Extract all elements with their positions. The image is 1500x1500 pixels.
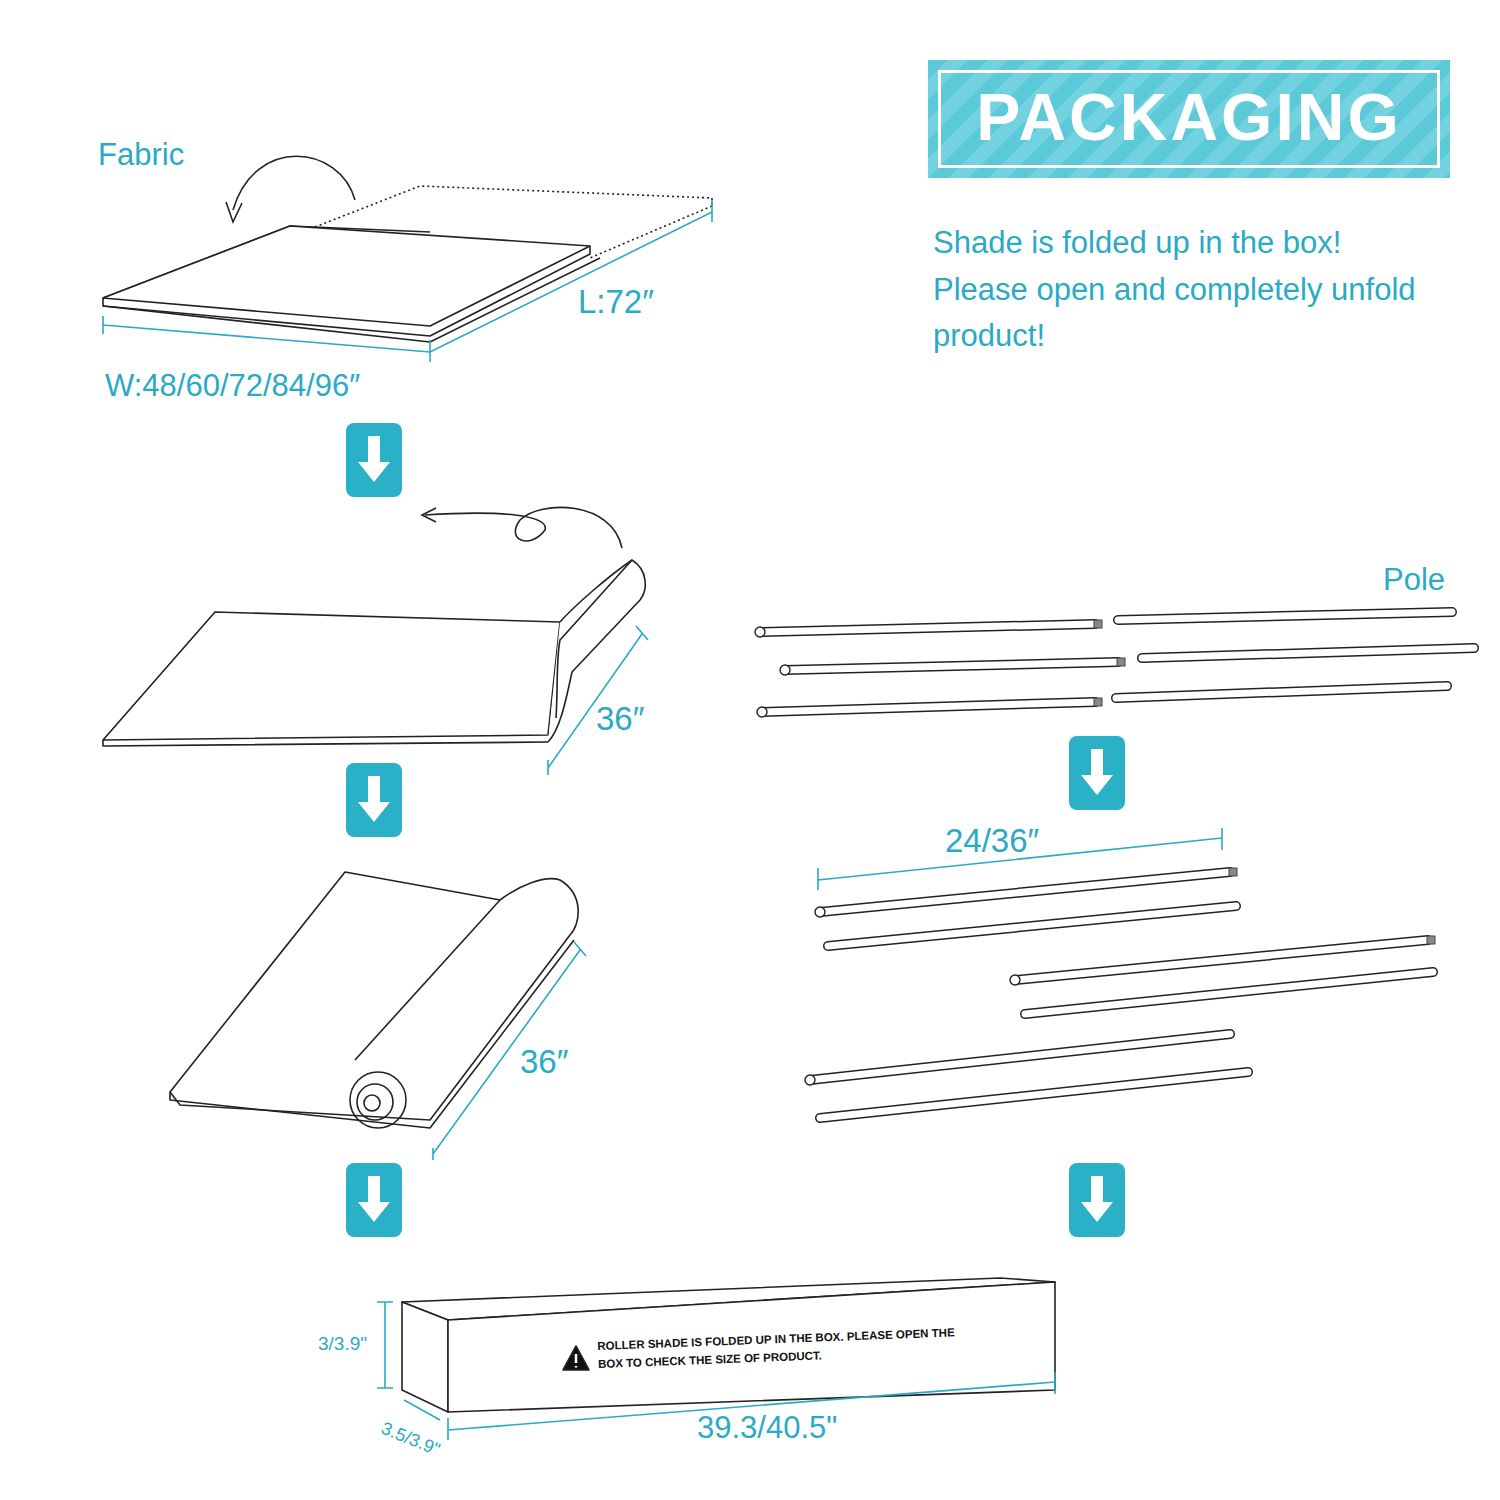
pole [820, 872, 1230, 912]
dimension: 3.5/3.9" [378, 1418, 443, 1460]
pole [810, 1034, 1230, 1080]
pole-fill [1116, 686, 1447, 698]
label-box: Fabric [98, 137, 184, 173]
pole-fill [785, 662, 1118, 670]
pole [1118, 612, 1452, 620]
label-box: 36″ [596, 700, 644, 738]
pole [820, 1072, 1248, 1118]
dimension: 36″ [596, 700, 644, 738]
note: Shade is folded up in the box! Please op… [933, 220, 1433, 360]
pole [785, 662, 1118, 670]
pole-fill [1142, 648, 1474, 658]
title: PACKAGING [928, 76, 1450, 159]
pole [1025, 972, 1433, 1014]
dimension: L:72″ [578, 283, 654, 321]
label-box: Shade is folded up in the box! Please op… [933, 220, 1433, 360]
pole [762, 702, 1095, 712]
step-arrow [346, 1163, 402, 1237]
label-box: 36″ [520, 1043, 568, 1081]
dimension: 36″ [520, 1043, 568, 1081]
pole [1142, 648, 1474, 658]
part-name: Pole [1383, 562, 1445, 598]
title-banner: PACKAGING [928, 60, 1450, 178]
step-arrow [1069, 736, 1125, 810]
dimension: W:48/60/72/84/96″ [105, 368, 360, 404]
pole [828, 906, 1236, 946]
pole-fill [760, 624, 1095, 632]
pole-fill [1025, 972, 1433, 1014]
label-box: 3/3.9" [318, 1333, 367, 1355]
dimension: 24/36″ [945, 822, 1039, 860]
pole-fill [820, 872, 1230, 912]
pole-fill [810, 1034, 1230, 1080]
label-box: W:48/60/72/84/96″ [105, 368, 360, 404]
label-box: Pole [1383, 562, 1445, 598]
step-arrow [1069, 1163, 1125, 1237]
label-box: 39.3/40.5" [697, 1410, 837, 1446]
pole-fill [762, 702, 1095, 712]
pole-fill [820, 1072, 1248, 1118]
pole [760, 624, 1095, 632]
label-box: 3.5/3.9" [378, 1418, 443, 1460]
dimension: 3/3.9" [318, 1333, 367, 1355]
label-box: 24/36″ [945, 822, 1039, 860]
pole [1116, 686, 1447, 698]
pole-fill [828, 906, 1236, 946]
pole-fill [1118, 612, 1452, 620]
label-box: L:72″ [578, 283, 654, 321]
step-arrow [346, 423, 402, 497]
step-arrow [346, 763, 402, 837]
part-name: Fabric [98, 137, 184, 173]
dimension: 39.3/40.5" [697, 1410, 837, 1446]
